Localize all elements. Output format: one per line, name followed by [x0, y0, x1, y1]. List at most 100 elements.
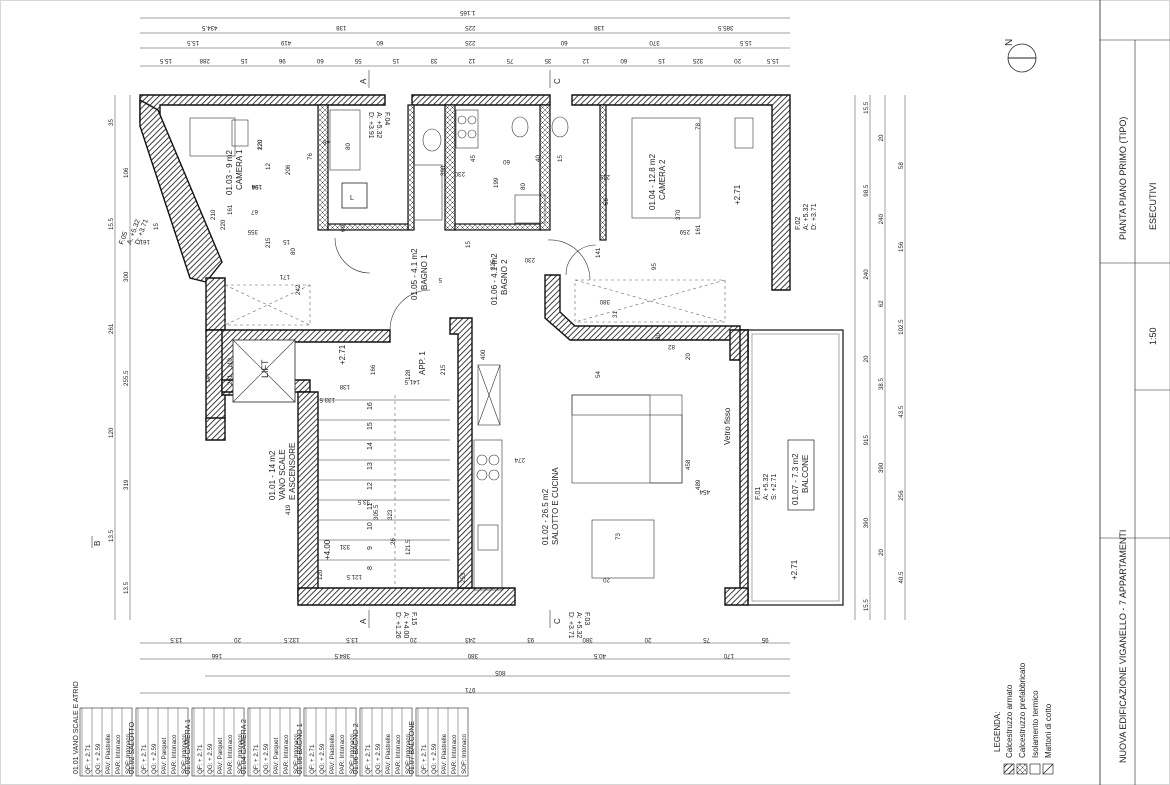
dimension-top: 225	[465, 24, 476, 31]
dimension-interior: 40	[535, 155, 542, 162]
dimension-bottom: 13.5	[170, 636, 183, 643]
room-01-07-code: 01.07 - 7.3 m2	[791, 453, 800, 505]
finish-row-value: PAR: Intonaco	[227, 734, 234, 774]
finish-column-title: 01.07 BALCONE	[409, 721, 416, 774]
dimension-right: 98.5	[863, 184, 870, 197]
section-a-top: A	[359, 78, 368, 84]
title-scale: 1:50	[1148, 327, 1158, 345]
dimension-interior: 210	[210, 209, 217, 220]
dimension-top: 138	[594, 24, 605, 31]
dimension-bottom: 384.5	[334, 652, 350, 659]
dimension-interior: 199	[493, 177, 500, 188]
dimension-bottom: 166	[211, 652, 222, 659]
finish-row-value: QF: + 2.71	[85, 744, 92, 774]
finish-row-value: PAR: Intonaco	[395, 734, 402, 774]
finish-column-box	[79, 707, 133, 777]
dimension-top: 35	[544, 57, 551, 64]
dimension-interior: 161	[139, 238, 150, 245]
dimension-top: 60	[316, 57, 323, 64]
dimension-interior: 380	[599, 298, 610, 305]
dimension-top: 75	[506, 57, 513, 64]
stair-step-number: 16	[367, 402, 374, 410]
dimension-interior: 95	[651, 263, 658, 270]
room-01-06-name: BAGNO 2	[500, 259, 509, 295]
finish-row-value: SOF: Intonaco	[405, 734, 412, 774]
finish-row-value: PAV: Piastrelle	[105, 733, 112, 774]
dimension-right: 58	[898, 162, 905, 169]
dimension-right: 43.5	[898, 405, 905, 418]
dimension-interior: 138	[339, 383, 350, 390]
dimension-top: 12	[468, 57, 475, 64]
window-f15-2: D: +1.26	[394, 612, 401, 639]
dimension-interior: 128	[405, 369, 412, 380]
dimension-interior: 458	[685, 459, 692, 470]
dimension-left: 300	[123, 271, 130, 282]
dimension-bottom: 13.5	[346, 636, 359, 643]
stair-step-number: 13	[367, 462, 374, 470]
dimension-top: 96	[278, 57, 285, 64]
dimension-right: 38.5	[878, 378, 885, 391]
dimension-interior: 76	[307, 153, 314, 160]
dimension-interior: 141	[595, 247, 602, 258]
finish-row-value: SOF: Intonaco	[237, 734, 244, 774]
dimension-interior: 331	[339, 543, 350, 550]
dimension-interior: 161	[695, 224, 702, 235]
dimension-top: 225	[465, 39, 476, 46]
dimension-interior: 454	[699, 488, 710, 495]
dimension-bottom: 20	[234, 636, 241, 643]
dimension-interior: 133.5	[319, 396, 335, 403]
dimension-interior: 20	[603, 576, 610, 583]
finish-row-value: QF: + 2.71	[141, 744, 148, 774]
dimension-interior: 305.5	[373, 504, 380, 520]
dimension-interior: 82	[668, 343, 675, 350]
window-f04-2: D: +3.91	[367, 112, 374, 139]
dimension-top: 15	[392, 57, 399, 64]
finish-row-value: QF: + 2.71	[309, 744, 316, 774]
dimension-interior: 80	[345, 143, 352, 150]
dimension-interior: 230	[454, 170, 465, 177]
walls	[139, 94, 844, 606]
finish-column-title: 01.06 BAGNO 2	[353, 723, 360, 774]
dimension-top: 15	[658, 57, 665, 64]
dimension-interior: 30	[655, 333, 662, 340]
finish-row-value: PAV: Parquet	[217, 737, 224, 774]
dimension-interior: 110	[227, 358, 234, 368]
dimension-top: 15.5	[159, 57, 172, 64]
finish-row-value: QG: + 2.59	[95, 743, 102, 774]
dimension-interior: 400	[480, 349, 487, 360]
room-01-01-name: VANO SCALE	[278, 449, 287, 500]
level-4: +4.00	[323, 539, 332, 560]
top-dimension-lines	[140, 17, 790, 67]
window-f02-0: F.02	[795, 217, 802, 230]
dimension-interior: 60	[503, 158, 510, 165]
dimension-bottom: 170	[723, 652, 734, 659]
window-f03-0: F.03	[583, 612, 590, 625]
dimension-left: 261	[108, 323, 115, 334]
room-01-03-code: 01.03 - 9 m2	[225, 150, 234, 195]
legend: LEGENDA: Calcestruzzo armato Calcestruzz…	[993, 662, 1054, 775]
dimension-interior: 156	[251, 183, 262, 190]
dimension-interior: 48	[323, 138, 330, 145]
dimension-top: 60	[560, 39, 567, 46]
finish-row-value: PAR: Intonaco	[283, 734, 290, 774]
legend-item-3: Isolamento termico	[1031, 690, 1040, 758]
dimension-interior: 259	[679, 228, 690, 235]
legend-item-4: Mattoni di cotto	[1044, 703, 1053, 758]
north-arrow-icon: N	[1004, 39, 1037, 73]
dimension-bottom: 380	[582, 636, 593, 643]
dimension-top: 55	[354, 57, 361, 64]
level-2: +2.71	[733, 184, 742, 205]
finish-row-value: PAV: Piastrelle	[385, 733, 392, 774]
dimension-right: 20	[878, 548, 885, 555]
window-f04-1: A: +5.32	[375, 112, 382, 138]
dimension-interior: 5	[438, 276, 442, 283]
dimension-right: 240	[878, 213, 885, 224]
finish-column-title: 01.05 BAGNO 1	[297, 723, 304, 774]
finish-row-value: PAR: Intonaco	[451, 734, 458, 774]
dimension-interior: 60	[340, 225, 347, 232]
dimension-interior: 323	[387, 509, 394, 520]
dimension-bottom: 971	[465, 686, 476, 693]
